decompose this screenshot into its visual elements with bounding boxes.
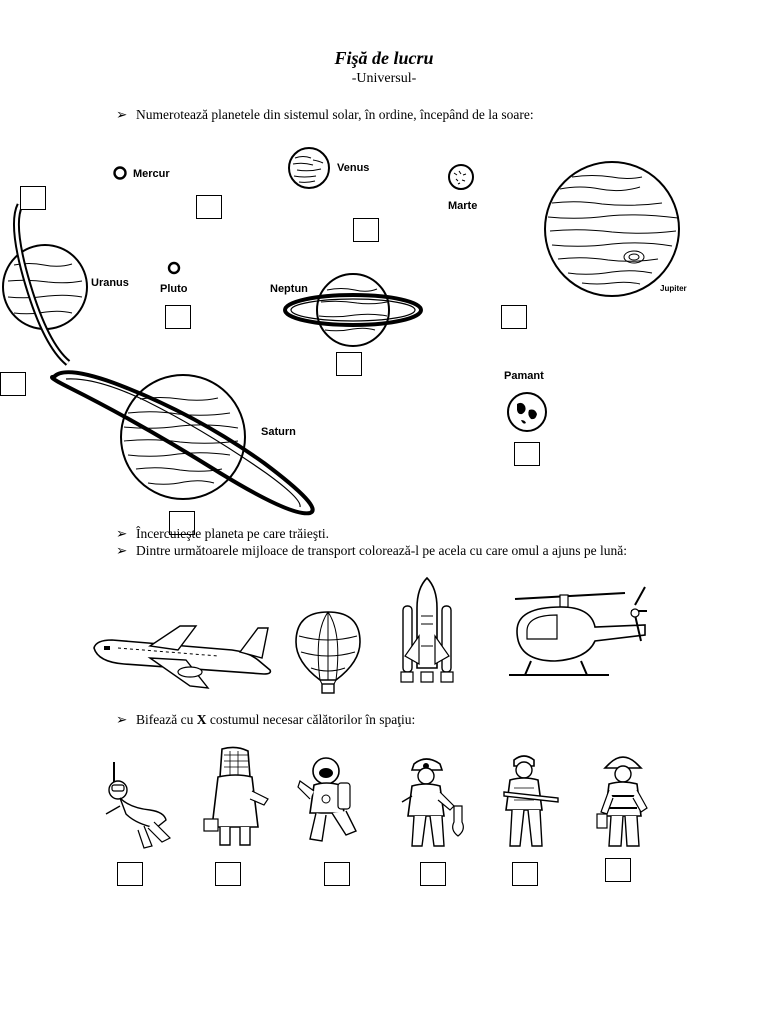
costume-checkbox-firefighter[interactable] [605, 858, 631, 882]
planet-number-box-saturn-side[interactable] [0, 372, 26, 396]
costume-checkbox-miner[interactable] [420, 862, 446, 886]
arrowhead-bullet-icon: ➢ [116, 543, 128, 558]
soldier-icon[interactable] [494, 752, 569, 852]
instruction-number-planets: ➢ Numerotează planetele din sistemul sola… [116, 107, 534, 123]
costume-checkbox-soldier[interactable] [512, 862, 538, 886]
astronaut-icon[interactable] [296, 755, 371, 850]
venus-label: Venus [337, 162, 370, 174]
costume-checkbox-astronaut[interactable] [324, 862, 350, 886]
planet-number-box-venus[interactable] [353, 218, 379, 242]
marte-planet-image [448, 164, 474, 190]
pluto-label: Pluto [160, 283, 188, 295]
planet-number-box-mercur[interactable] [196, 195, 222, 219]
instruction-color-transport: ➢ Dintre următoarele mijloace de transpor… [116, 543, 627, 559]
instruction-text-post: costumul necesar călătorilor în spaţiu: [206, 712, 416, 727]
instruction-text: Numerotează planetele din sistemul solar… [136, 107, 534, 122]
instruction-text-pre: Bifează cu [136, 712, 197, 727]
costume-checkbox-snorkel-diver[interactable] [117, 862, 143, 886]
instruction-check-costume: ➢ Bifează cu X costumul necesar călătoril… [116, 712, 415, 728]
pamant-label: Pamant [504, 370, 544, 382]
page-title: Fişă de lucru [334, 48, 434, 68]
planet-number-box-saturn[interactable] [169, 511, 195, 535]
miner-icon[interactable] [396, 752, 471, 852]
mercur-planet-image [113, 166, 127, 180]
saturn-planet-image [50, 370, 315, 516]
space-shuttle-icon[interactable] [397, 576, 457, 691]
instruction-text-bold: X [196, 712, 207, 727]
arrowhead-bullet-icon: ➢ [116, 526, 128, 541]
instruction-text: Dintre următoarele mijloace de transport… [136, 543, 628, 558]
firefighter-icon[interactable] [595, 750, 655, 850]
jupiter-label: Jupiter [660, 284, 687, 293]
planet-number-box-pluto[interactable] [165, 305, 191, 329]
neptun-planet-image [283, 273, 423, 347]
arrowhead-bullet-icon: ➢ [116, 107, 128, 122]
pluto-planet-image [167, 261, 181, 275]
page-subtitle: -Universul- [351, 71, 417, 86]
helicopter-icon[interactable] [505, 585, 655, 685]
instruction-circle-planet: ➢ Încercuieşte planeta pe care trăieşti. [116, 526, 329, 542]
uranus-label: Uranus [91, 277, 129, 289]
jupiter-planet-image [544, 161, 680, 297]
venus-planet-image [288, 147, 330, 189]
saturn-label: Saturn [261, 426, 296, 438]
costume-checkbox-beekeeper[interactable] [215, 862, 241, 886]
hot-air-balloon-icon[interactable] [293, 610, 363, 695]
planet-number-box-marte-jupiter[interactable] [501, 305, 527, 329]
arrowhead-bullet-icon: ➢ [116, 712, 128, 727]
planet-number-box-uranus[interactable] [20, 186, 46, 210]
airplane-icon[interactable] [90, 624, 275, 694]
neptun-label: Neptun [270, 283, 308, 295]
pamant-planet-image [507, 392, 547, 432]
beekeeper-icon[interactable] [200, 745, 270, 850]
instruction-text: Încercuieşte planeta pe care trăieşti. [136, 526, 330, 541]
planet-number-box-neptun[interactable] [336, 352, 362, 376]
marte-label: Marte [448, 200, 478, 212]
mercur-label: Mercur [133, 168, 170, 180]
snorkel-diver-icon[interactable] [100, 756, 180, 851]
planet-number-box-pamant[interactable] [514, 442, 540, 466]
uranus-planet-image [2, 203, 88, 366]
